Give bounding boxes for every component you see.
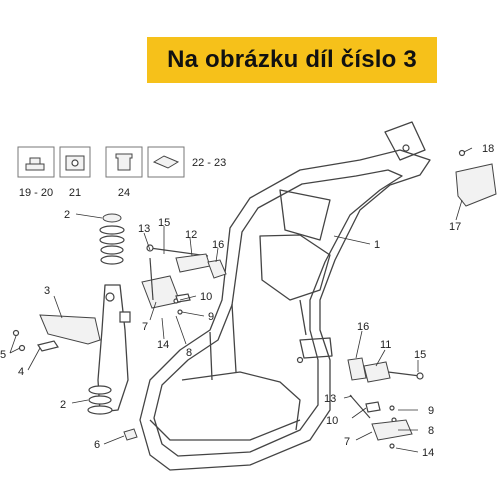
callout-17: 17 [449, 221, 461, 233]
callout-13-right: 13 [324, 393, 336, 405]
callout-19-20: 19 - 20 [19, 187, 53, 199]
callout-18: 18 [482, 143, 494, 155]
callout-12: 12 [185, 229, 197, 241]
banner-title: Na obrázku díl číslo 3 [167, 46, 417, 73]
callout-4: 4 [18, 366, 24, 378]
callout-9-left: 9 [208, 311, 214, 323]
small-part-24[interactable] [105, 146, 143, 178]
screws-part-5[interactable] [12, 329, 26, 352]
callout-11: 11 [380, 339, 391, 351]
callout-2-lower: 2 [60, 399, 66, 411]
clip-part-4[interactable] [37, 340, 59, 352]
callout-16-left: 16 [212, 239, 224, 251]
small-part-21[interactable] [59, 146, 91, 178]
callout-labels: 19 - 20 21 24 22 - 23 18 17 2 1 13 15 12… [0, 143, 494, 459]
callout-14-right: 14 [422, 447, 434, 459]
callout-7-left: 7 [142, 321, 148, 333]
callout-15-right: 15 [414, 349, 426, 361]
callout-8-right: 8 [428, 425, 434, 437]
callout-14-left: 14 [157, 339, 169, 351]
callout-13-left: 13 [138, 223, 150, 235]
small-part-22-23[interactable] [147, 146, 185, 178]
callout-7-right: 7 [344, 436, 350, 448]
bracket-part-6[interactable] [123, 428, 138, 441]
callout-6: 6 [94, 439, 100, 451]
small-part-19-20[interactable] [17, 146, 55, 178]
callout-9-right: 9 [428, 405, 434, 417]
screw-part-18[interactable] [458, 149, 466, 157]
callout-10-left: 10 [200, 291, 212, 303]
callout-5: 5 [0, 349, 6, 361]
callout-1: 1 [374, 239, 380, 251]
steering-head-assembly[interactable] [39, 284, 131, 413]
footrest-right[interactable] [347, 357, 424, 449]
callout-24: 24 [118, 187, 130, 199]
callout-22-23: 22 - 23 [192, 157, 226, 169]
cover-part-17[interactable] [455, 163, 497, 207]
bearing-stack-lower[interactable] [87, 385, 113, 415]
callout-21: 21 [69, 187, 81, 199]
callout-3: 3 [44, 285, 50, 297]
title-banner: Na obrázku díl číslo 3 [147, 37, 437, 83]
leader-lines [9, 147, 473, 453]
callout-2-upper: 2 [64, 209, 70, 221]
bearing-stack-upper[interactable] [99, 213, 125, 265]
footrest-left[interactable] [141, 244, 227, 315]
callout-16-right: 16 [357, 321, 369, 333]
callout-15-left: 15 [158, 217, 170, 229]
scooter-frame[interactable] [139, 121, 431, 471]
callout-10-right: 10 [326, 415, 338, 427]
callout-8-left: 8 [186, 347, 192, 359]
